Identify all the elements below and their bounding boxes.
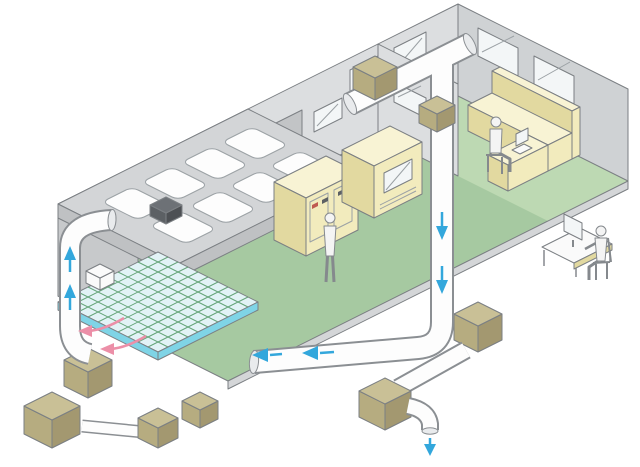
hepa-filter-unit <box>142 167 208 200</box>
return-airflow-arrows <box>78 316 147 355</box>
desk-monitor <box>511 127 533 155</box>
ahu-unit-bottom <box>358 377 412 431</box>
outside-monitoring-desk <box>541 213 613 280</box>
worker-legs <box>587 259 599 280</box>
ahu-top-face <box>352 55 398 79</box>
supply-arrow-down-1 <box>436 212 448 240</box>
office-area <box>467 66 581 192</box>
indicator-light <box>322 197 328 204</box>
left-connector-duct <box>81 421 145 437</box>
worker-torso <box>594 237 608 262</box>
arrow-head <box>302 346 318 360</box>
supply-arrow-up-2 <box>64 246 76 272</box>
vent-grille-lines <box>380 187 416 209</box>
ahu-top-face <box>181 391 219 411</box>
arrow-head <box>64 284 76 298</box>
supply-arrow-up-1 <box>64 284 76 310</box>
desk-computer <box>563 213 583 247</box>
ahu-top-face <box>453 301 503 327</box>
worker-seated-office <box>486 116 512 174</box>
supply-airflow-arrows <box>64 212 448 456</box>
glass-hatch-line <box>537 61 571 81</box>
fan-unit-top-face <box>149 196 183 214</box>
ahu-unit-rooftop <box>352 55 398 101</box>
ahu-top-face <box>137 407 179 429</box>
monitor-screen <box>563 213 583 241</box>
exhaust-duct <box>405 397 439 435</box>
worker-arm <box>584 241 597 251</box>
ahu-top-face <box>358 377 412 405</box>
fan-unit-small-1 <box>137 407 179 449</box>
worker-standing <box>323 212 337 283</box>
supply-arrow-left-2 <box>252 348 283 362</box>
worker-torso <box>323 225 337 257</box>
supply-arrow-left-1 <box>302 346 335 360</box>
fan-unit-small-2 <box>181 391 219 429</box>
supply-arrow-down-2 <box>436 266 448 294</box>
glass-hatch-line <box>397 85 422 98</box>
duct-end-cap <box>421 427 439 435</box>
worker-head <box>595 225 607 237</box>
unit-connector-duct <box>394 343 470 395</box>
console-top-face <box>85 263 115 279</box>
ahu-top-face <box>418 95 456 115</box>
return-arrow-1 <box>78 316 125 337</box>
glass-hatch-line <box>386 162 410 190</box>
cabinet-window-details <box>380 157 416 209</box>
worker-head <box>324 212 336 224</box>
worker-outside <box>584 225 612 280</box>
indicator-light <box>312 202 318 209</box>
arrow-head <box>78 325 92 337</box>
ahu-unit-right <box>453 301 503 353</box>
arrow-head <box>252 348 268 362</box>
equipment-cabinet-2 <box>341 125 423 219</box>
desk-front-face <box>507 144 549 192</box>
hepa-filter-unit <box>222 127 288 160</box>
worker-legs <box>498 151 512 172</box>
worker-head <box>490 116 502 128</box>
hepa-filter-unit <box>190 191 256 224</box>
raised-floor-edge-right <box>157 301 259 361</box>
monitor-base <box>511 143 533 155</box>
return-arrow-2 <box>100 334 147 355</box>
partition-front-face <box>571 106 581 160</box>
chair-lines <box>592 237 612 280</box>
ahu-top-face <box>23 391 81 421</box>
worker-torso <box>489 128 503 154</box>
arrow-tail <box>319 350 335 355</box>
supply-arrow-down-3 <box>424 438 436 456</box>
arrow-head <box>64 246 76 260</box>
ahu-unit-left-lower <box>23 391 81 449</box>
arrow-tail <box>269 352 283 357</box>
duct-end-cap <box>107 209 117 231</box>
glass-hatch-line <box>481 35 515 53</box>
arrow-head <box>436 226 448 240</box>
ahu-unit-inline <box>418 95 456 133</box>
duct-end-cap <box>342 93 358 115</box>
worker-legs <box>324 255 336 283</box>
floor-front-edge <box>227 180 629 390</box>
duct-end-cap <box>462 33 478 55</box>
arrow-head <box>436 280 448 294</box>
glass-hatch-line <box>316 103 339 127</box>
duct-body-path <box>406 399 437 431</box>
arrow-head <box>424 444 436 456</box>
main-supply-duct <box>248 33 478 374</box>
floor-console-box <box>85 263 115 291</box>
ceiling-fan-unit <box>149 196 183 225</box>
monitor-screen <box>515 127 529 147</box>
arrow-head <box>100 343 114 355</box>
hepa-filter-unit <box>182 147 248 180</box>
